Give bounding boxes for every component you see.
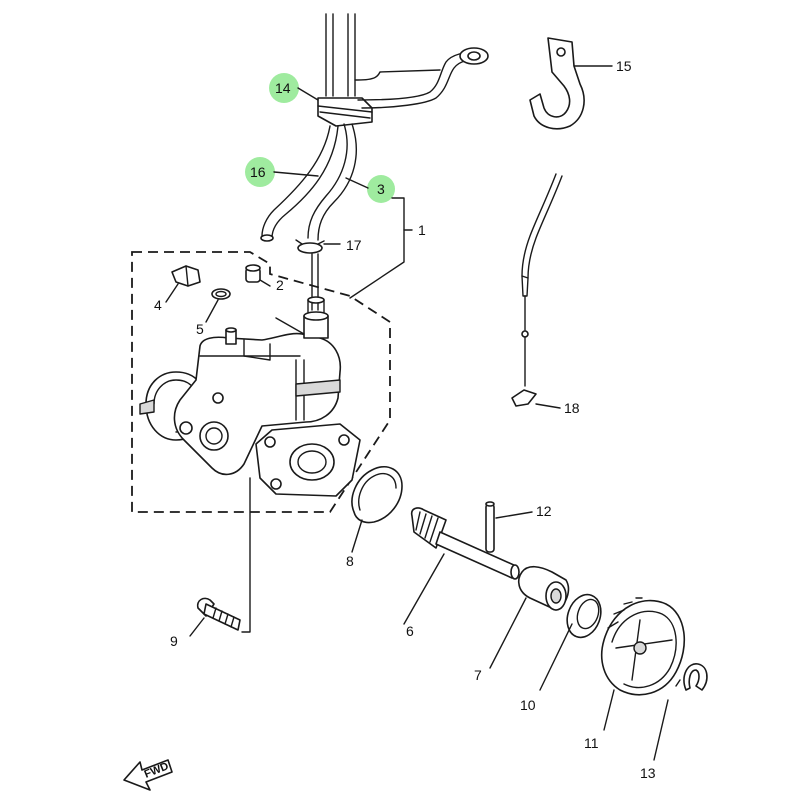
cable-bracket-part-15 xyxy=(529,37,585,130)
callout-3: 3 xyxy=(377,181,385,197)
callout-highlight-16 xyxy=(245,157,275,187)
oil-hose-upper xyxy=(325,13,356,97)
callout-8: 8 xyxy=(346,553,354,569)
leader-lines xyxy=(273,65,613,409)
callout-4: 4 xyxy=(154,297,162,313)
callout-12: 12 xyxy=(536,503,552,519)
oil-hose-part-3 xyxy=(307,123,358,241)
oil-hose-part-16 xyxy=(260,125,339,242)
pin-part-12 xyxy=(485,501,533,553)
plug-part-4 xyxy=(165,265,201,303)
circlip-part-13 xyxy=(653,663,708,761)
callout-7: 7 xyxy=(474,667,482,683)
o-ring-part-8 xyxy=(351,466,403,553)
pump-assembly-outline xyxy=(131,251,391,513)
callout-15: 15 xyxy=(616,58,632,74)
callout-2: 2 xyxy=(276,277,284,293)
gear-part-11 xyxy=(600,597,686,731)
callout-bracket-1 xyxy=(349,197,413,299)
oil-pump-body xyxy=(139,296,361,497)
callout-11: 11 xyxy=(584,735,599,751)
callout-bracket-9 xyxy=(241,477,251,633)
callout-1: 1 xyxy=(418,222,426,238)
callout-14: 14 xyxy=(275,80,291,96)
callout-18: 18 xyxy=(564,400,580,416)
fwd-arrow-icon: FWD xyxy=(123,759,173,791)
hose-clamp-part-14 xyxy=(317,97,373,127)
callout-highlight-14 xyxy=(269,73,299,103)
oil-delivery-pipe xyxy=(354,47,489,109)
callout-highlight-3 xyxy=(367,175,395,203)
bolt-part-9 xyxy=(189,597,241,637)
cap-part-2 xyxy=(245,264,271,287)
callout-13: 13 xyxy=(640,765,656,781)
bearing-part-10 xyxy=(539,593,602,691)
pump-cable-part-18 xyxy=(511,173,563,407)
clip-part-5 xyxy=(205,288,231,323)
collar-part-7 xyxy=(489,565,570,669)
worm-shaft-part-6 xyxy=(403,507,520,625)
callout-6: 6 xyxy=(406,623,414,639)
callout-10: 10 xyxy=(520,697,536,713)
callout-16: 16 xyxy=(250,164,266,180)
callout-5: 5 xyxy=(196,321,204,337)
callout-9: 9 xyxy=(170,633,178,649)
callout-17: 17 xyxy=(346,237,362,253)
